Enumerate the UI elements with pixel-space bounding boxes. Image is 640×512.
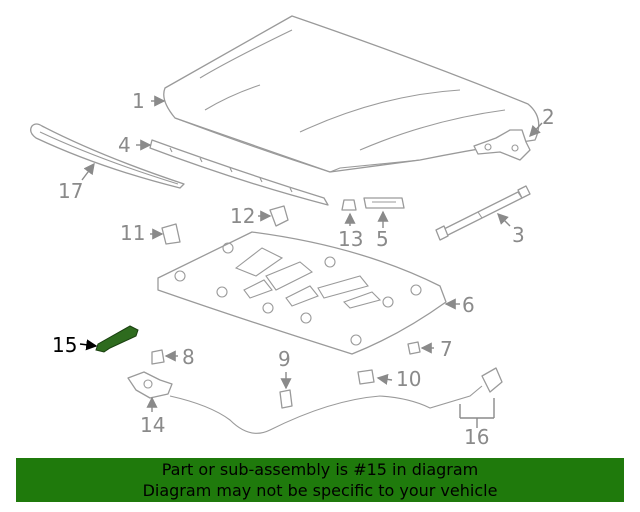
cable-clip[interactable] — [357, 369, 375, 385]
info-banner: Part or sub-assembly is #15 in diagram D… — [16, 458, 624, 502]
hood-hinge[interactable] — [473, 129, 531, 161]
release-cable[interactable] — [169, 385, 483, 434]
callout-12: 12 — [230, 204, 255, 228]
banner-line-1: Part or sub-assembly is #15 in diagram — [161, 460, 479, 479]
hood-latch[interactable] — [127, 371, 173, 399]
push-pin[interactable] — [407, 341, 421, 355]
hood-insulator[interactable] — [157, 231, 447, 355]
callout-3: 3 — [512, 223, 525, 247]
cable-grommet[interactable] — [279, 389, 293, 409]
callout-11: 11 — [120, 221, 145, 245]
grommet[interactable] — [161, 223, 181, 245]
callout-13: 13 — [338, 227, 363, 251]
callout-5: 5 — [376, 227, 389, 251]
callout-8: 8 — [182, 345, 195, 369]
callout-7: 7 — [440, 337, 453, 361]
hood-strut[interactable] — [435, 185, 531, 241]
prop-rod-clip[interactable] — [363, 197, 405, 209]
callout-6: 6 — [462, 293, 475, 317]
highlighted-part-15[interactable] — [95, 325, 139, 353]
banner-line-2: Diagram may not be specific to your vehi… — [142, 481, 498, 500]
callout-2: 2 — [542, 105, 555, 129]
insulator-clip[interactable] — [269, 205, 289, 227]
front-molding[interactable] — [30, 123, 185, 189]
callout-17: 17 — [58, 179, 83, 203]
callout-15: 15 — [52, 333, 77, 357]
callout-1: 1 — [132, 89, 145, 113]
bumper-8[interactable] — [151, 349, 165, 365]
callout-16: 16 — [464, 425, 489, 449]
hood-seal[interactable] — [149, 139, 329, 206]
release-handle[interactable] — [481, 367, 503, 393]
callout-9: 9 — [278, 347, 291, 371]
parts-diagram: 1 2 3 4 5 6 7 8 9 10 11 12 13 14 15 16 1… — [30, 15, 555, 449]
callout-10: 10 — [396, 367, 421, 391]
callout-14: 14 — [140, 413, 165, 437]
bumper-stop[interactable] — [341, 199, 357, 211]
callout-4: 4 — [118, 133, 131, 157]
